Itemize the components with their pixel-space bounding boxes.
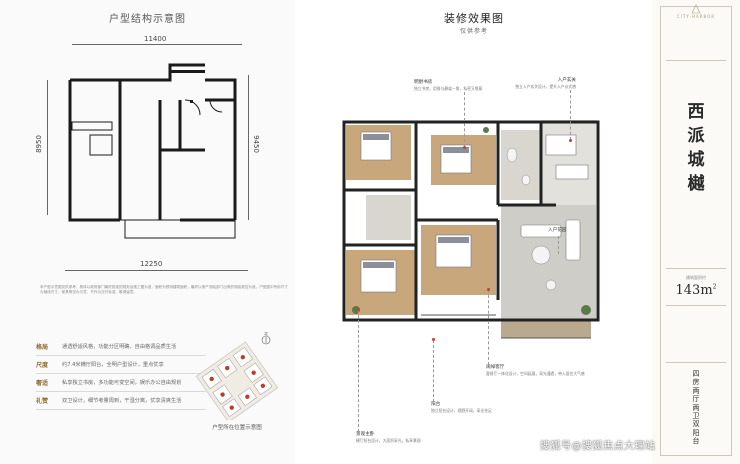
north-label: 北 bbox=[264, 332, 268, 336]
callout-title: 入户玄关 bbox=[557, 78, 576, 83]
callout-living: 阔绰客厅 客餐厅一体化设计，空间延展，采光通透，带入居住大气感 bbox=[486, 365, 616, 377]
callout-balcony: 阳台 独立阳台设计，视野开阔，采光充足 bbox=[431, 402, 541, 414]
render-title: 装修效果图 bbox=[444, 12, 504, 25]
callout-title: 阔绰客厅 bbox=[486, 365, 505, 370]
callout-desc: 横厅阳台设计，大面积采光，私享景观 bbox=[356, 438, 421, 443]
feature-row: 奢适 私享独立书房，多功能可变空间，娱乐办公自由规划 bbox=[36, 374, 206, 392]
project-name: 西 派 城 樾 bbox=[687, 102, 705, 194]
feature-row: 尺度 约7.4米横厅阳台，全明户型设计，重点优享 bbox=[36, 356, 206, 374]
callout-title: 阳台 bbox=[431, 402, 441, 407]
disclaimer-note: 本户型示意图仅供参考，具体以政府部门最终批准的规划及施工图为准，面积为预测建筑面… bbox=[40, 285, 288, 294]
area-value: 143m2 bbox=[675, 283, 717, 298]
structure-title: 户型结构示意图 bbox=[109, 14, 186, 25]
callout-dot bbox=[431, 338, 435, 341]
right-dimension-line bbox=[248, 75, 249, 220]
source-watermark: 搜狐号@搜狐焦点大理站 bbox=[540, 441, 656, 452]
feature-key: 格局 bbox=[36, 344, 49, 351]
feature-value: 约7.4米横厅阳台，全明户型设计，重点优享 bbox=[62, 362, 164, 368]
project-info-panel: CITY·HARBOR 西 派 城 樾 建筑面积约 143m2 四 房 两 厅 … bbox=[652, 0, 740, 464]
render-subtitle: 仅供参考 bbox=[459, 28, 488, 35]
callout-dot bbox=[462, 146, 466, 149]
structure-plan-drawing bbox=[68, 63, 237, 239]
callout-dot bbox=[568, 139, 572, 142]
bottom-dimension-label: 12250 bbox=[140, 260, 163, 268]
callout-title: 景观主卧 bbox=[356, 432, 375, 437]
callout-title: 入户花园 bbox=[548, 228, 567, 233]
callout-dot bbox=[356, 308, 360, 311]
feature-value: 双卫设计，细节考量周到，干湿分离，优享清爽生活 bbox=[62, 398, 182, 404]
locator-caption: 户型所在位置示意图 bbox=[212, 425, 262, 431]
left-dimension-line bbox=[47, 80, 48, 215]
brand-name: CITY·HARBOR bbox=[676, 14, 716, 19]
callout-desc: 独立书房，用餐与静谧一角，私密又惬意 bbox=[414, 86, 483, 91]
top-dimension-label: 11400 bbox=[144, 35, 167, 43]
callout-desc: 独立入户玄关设计，提升入户仪式感 bbox=[515, 84, 576, 89]
render-panel: 装修效果图 仅供参考 bbox=[296, 0, 652, 464]
callout-dot bbox=[486, 288, 490, 291]
brand-logo-icon bbox=[691, 4, 701, 14]
callout-desc: 独立阳台设计，视野开阔，采光充足 bbox=[431, 408, 492, 413]
callout-entry-garden: 入户花园 bbox=[548, 228, 566, 234]
north-compass-icon bbox=[261, 335, 271, 345]
feature-value: 私享独立书房，多功能可变空间，娱乐办公自由规划 bbox=[62, 380, 182, 386]
callout-entry: 入户玄关 独立入户玄关设计，提升入户仪式感 bbox=[486, 78, 576, 90]
right-dimension-label: 9450 bbox=[251, 135, 260, 153]
top-dimension-line bbox=[72, 44, 242, 45]
callout-title: 明厨书房 bbox=[414, 80, 433, 85]
callout-desc: 客餐厅一体化设计，空间延展，采光通透，带入居住大气感 bbox=[486, 371, 585, 376]
feature-value: 通透舒适风格，功能分区明确，自由格调品质生活 bbox=[62, 344, 177, 350]
feature-list: 格局 通透舒适风格，功能分区明确，自由格调品质生活 尺度 约7.4米横厅阳台，全… bbox=[36, 338, 206, 410]
feature-key: 礼赞 bbox=[36, 398, 49, 405]
area-label: 建筑面积约 bbox=[686, 275, 706, 280]
layout-description: 四 房 两 厅 两 卫 双 阳 台 bbox=[692, 370, 700, 446]
callout-study: 明厨书房 独立书房，用餐与静谧一角，私密又惬意 bbox=[414, 80, 494, 92]
feature-key: 奢适 bbox=[36, 380, 49, 387]
feature-row: 格局 通透舒适风格，功能分区明确，自由格调品质生活 bbox=[36, 338, 206, 356]
feature-row: 礼赞 双卫设计，细节考量周到，干湿分离，优享清爽生活 bbox=[36, 392, 206, 410]
info-frame bbox=[660, 6, 732, 456]
bottom-dimension-line bbox=[65, 270, 248, 271]
callout-master-bedroom: 景观主卧 横厅阳台设计，大面积采光，私享景观 bbox=[356, 432, 446, 444]
furnished-plan-render bbox=[342, 120, 600, 339]
site-locator-map: 北 bbox=[196, 332, 278, 420]
structure-panel: 户型结构示意图 11400 8950 9450 12250 bbox=[0, 0, 295, 464]
feature-key: 尺度 bbox=[36, 362, 49, 369]
